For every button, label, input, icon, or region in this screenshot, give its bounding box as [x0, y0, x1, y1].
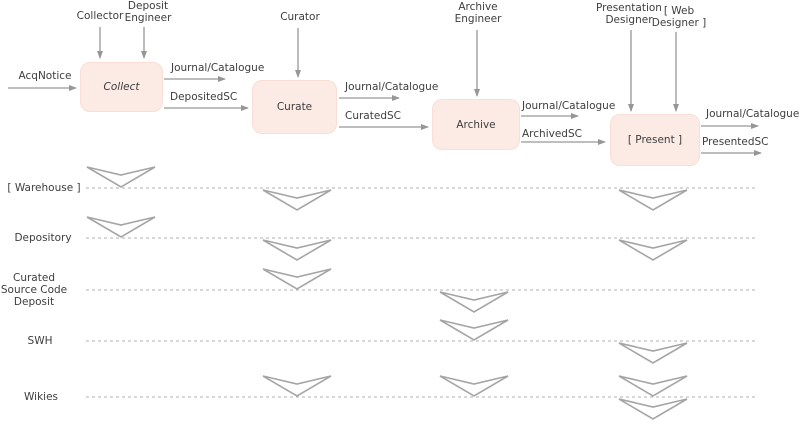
process-box-present: [ Present ]	[610, 114, 700, 166]
process-box-archive: Archive	[432, 99, 520, 150]
process-box-curate: Curate	[252, 80, 337, 134]
process-label-present: [ Present ]	[627, 134, 683, 146]
process-label-curate: Curate	[276, 101, 313, 113]
chevron-down-icon	[86, 216, 156, 238]
process-box-collect: Collect	[80, 62, 163, 112]
chevron-down-icon	[618, 239, 688, 261]
flow-label-curate-journal: Journal/Catalogue	[345, 81, 439, 93]
chevron-down-icon	[262, 375, 332, 397]
chevron-down-icon	[86, 166, 156, 188]
flow-label-curate-curatedsc: CuratedSC	[345, 110, 401, 122]
flow-label-present-presentedsc: PresentedSC	[702, 136, 769, 148]
process-label-archive: Archive	[456, 118, 496, 131]
lane-label-wikies: Wikies	[24, 391, 58, 403]
actor-label-deposit-engineer: Deposit Engineer	[124, 0, 172, 24]
lane-label-depository: Depository	[14, 232, 72, 244]
flow-label-archive-journal: Journal/Catalogue	[522, 100, 616, 112]
chevron-down-icon	[618, 375, 688, 397]
lane-chevrons	[86, 166, 688, 420]
flow-label-archive-archivedsc: ArchivedSC	[522, 128, 582, 140]
chevron-down-icon	[262, 189, 332, 211]
chevron-down-icon	[618, 398, 688, 420]
chevron-down-icon	[439, 319, 509, 341]
actor-label-collector: Collector	[76, 10, 124, 22]
chevron-down-icon	[618, 189, 688, 211]
lane-label-swh: SWH	[27, 335, 53, 347]
lane-lines	[86, 187, 757, 398]
actor-label-curator: Curator	[280, 11, 320, 23]
lane-label-warehouse: [ Warehouse ]	[7, 182, 81, 194]
actor-label-presentation-designer: Presentation Designer	[596, 2, 662, 26]
chevron-down-icon	[618, 342, 688, 364]
flow-label-present-journal: Journal/Catalogue	[706, 108, 800, 120]
actor-label-web-designer: [ Web Designer ]	[651, 5, 707, 29]
chevron-down-icon	[439, 375, 509, 397]
process-label-collect: Collect	[103, 81, 140, 93]
flow-arrows	[8, 76, 762, 156]
flow-label-collect-depositedsc: DepositedSC	[170, 91, 238, 103]
chevron-down-icon	[262, 239, 332, 261]
lane-label-curated-source-code-deposit: Curated Source Code Deposit	[0, 272, 68, 308]
actor-label-archive-engineer: Archive Engineer	[454, 1, 502, 25]
chevron-down-icon	[439, 291, 509, 313]
acqnotice-label: AcqNotice	[18, 70, 72, 82]
flow-label-collect-journal: Journal/Catalogue	[171, 62, 265, 74]
actor-arrows	[97, 27, 679, 112]
chevron-down-icon	[262, 268, 332, 290]
